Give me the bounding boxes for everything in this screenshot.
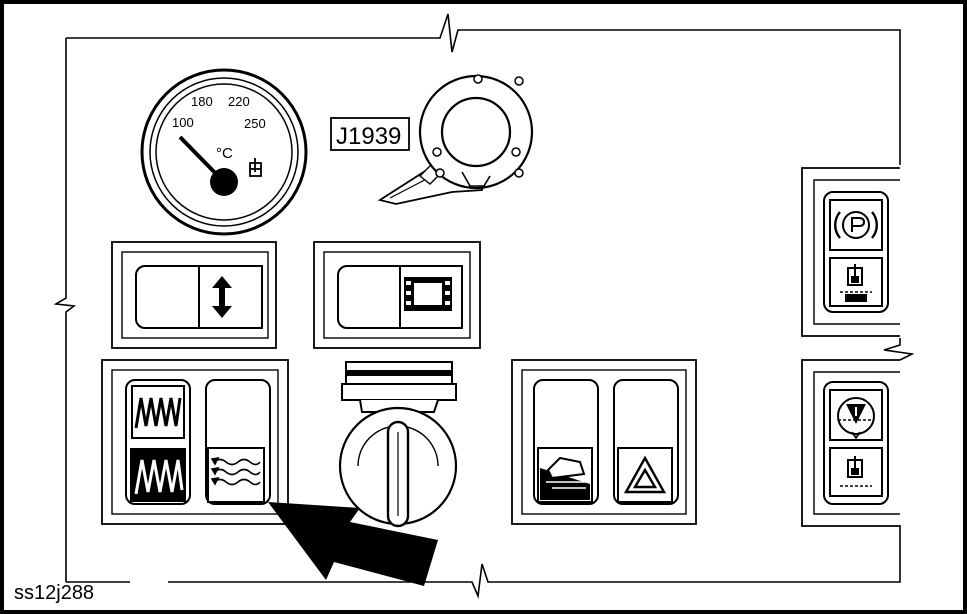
oil-temperature-icon — [249, 158, 262, 177]
gauge-hub — [210, 168, 238, 196]
heater-coil-icon — [134, 397, 182, 429]
up-down-arrow-icon — [212, 276, 232, 318]
diagnostic-connector — [377, 74, 534, 205]
parking-brake-icon — [834, 211, 878, 239]
hazard-triangle-icon — [623, 455, 667, 494]
ignition-switch[interactable] — [338, 361, 458, 528]
ace-icon — [840, 456, 872, 487]
gauge-tick-label: 100 — [172, 115, 194, 130]
right-switch-panel-b — [801, 359, 900, 527]
figure-id: ss12j288 — [14, 582, 94, 604]
panel-outline — [53, 13, 915, 600]
svg-text:J1939: J1939 — [336, 123, 401, 150]
heater-switch-bank — [101, 359, 289, 525]
heat-waves-icon — [210, 456, 261, 486]
tilt-hazard-switch-bank — [511, 359, 697, 525]
temperature-gauge: 100 180 220 250 °C — [140, 68, 308, 236]
right-switch-panel-a — [801, 167, 900, 337]
heater-coil-icon — [134, 459, 184, 495]
gauge-unit: °C — [216, 145, 233, 162]
up-down-switch[interactable] — [111, 241, 277, 349]
warning-drop-icon — [837, 397, 875, 440]
conveyor-switch[interactable] — [313, 241, 481, 349]
j1939-label: J1939 — [330, 117, 410, 151]
conveyor-icon — [404, 277, 452, 311]
gauge-tick-label: 250 — [244, 116, 266, 131]
gauge-tick-label: 220 — [228, 94, 250, 109]
gauge-tick-label: 180 — [191, 94, 213, 109]
vehicle-tilt-icon — [540, 456, 590, 500]
ace-icon — [840, 264, 872, 302]
pointer-arrow — [268, 502, 438, 586]
